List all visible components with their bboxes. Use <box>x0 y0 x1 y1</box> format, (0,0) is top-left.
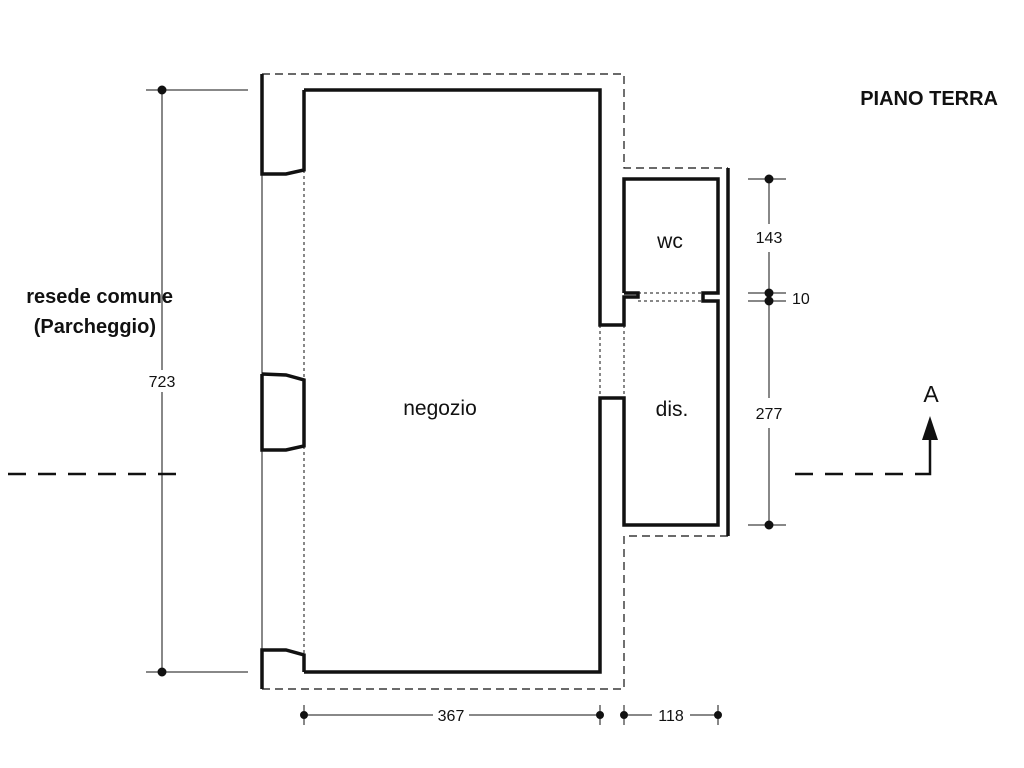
dimension-label-10: 10 <box>792 291 810 308</box>
dimension-shop-width <box>300 705 604 725</box>
dimension-label-143: 143 <box>756 230 783 247</box>
dashed-outline <box>262 73 728 690</box>
room-label-dis: dis. <box>656 398 689 421</box>
facade-glazing <box>261 170 305 655</box>
side-label-line2: (Parcheggio) <box>34 316 156 338</box>
shop-opening <box>599 325 625 398</box>
dimension-service-width <box>620 705 722 725</box>
room-label-negozio: negozio <box>403 397 477 420</box>
side-label-line1: resede comune <box>26 286 173 308</box>
wc-door <box>638 292 703 302</box>
dimension-label-723: 723 <box>149 374 176 391</box>
dimension-overall-height <box>146 85 248 677</box>
page-title: PIANO TERRA <box>860 88 998 110</box>
dimension-label-367: 367 <box>438 708 465 725</box>
dimension-label-118: 118 <box>658 708 684 725</box>
shop-walls <box>304 88 720 674</box>
room-label-wc: wc <box>656 230 683 253</box>
section-arrow-icon <box>922 416 938 440</box>
section-marker-label: A <box>923 381 939 407</box>
dimension-label-277: 277 <box>756 406 783 423</box>
facade-walls <box>260 74 306 689</box>
dimension-right-chain <box>748 174 786 530</box>
section-line-right <box>795 438 932 476</box>
